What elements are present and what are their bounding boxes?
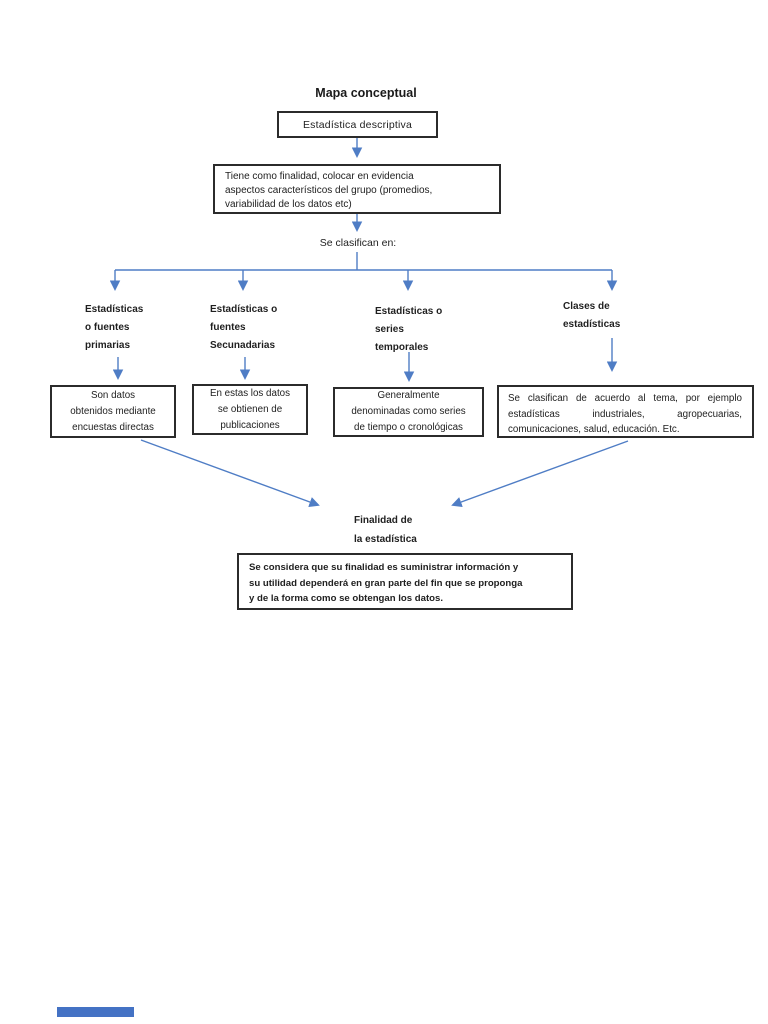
node-definition: Tiene como finalidad, colocar en evidenc… <box>213 164 501 214</box>
branch-box-text: Generalmente denominadas como series de … <box>351 390 466 433</box>
branch-label-clases-de-estadisticas: Clases de estadísticas <box>563 301 621 330</box>
branch-label-fuentes-primarias: Estadísticas o fuentes primarias <box>85 304 144 351</box>
page-bottom-blue-bar <box>57 1007 134 1017</box>
branch-box-text: Son datos obtenidos mediante encuestas d… <box>70 389 156 433</box>
branch-box-text: En estas los datos se obtienen de public… <box>209 387 291 431</box>
node-estadistica-descriptiva: Estadística descriptiva <box>277 111 438 138</box>
branch-box-fuentes-secundarias: En estas los datos se obtienen de public… <box>192 384 308 435</box>
converge-arrow-right <box>451 440 629 508</box>
branch-box-clases-de-estadisticas: Se clasifican de acuerdo al tema, por ej… <box>497 385 754 438</box>
branch-box-series-temporales: Generalmente denominadas como series de … <box>333 387 484 437</box>
classification-label: Se clasifican en: <box>319 237 397 249</box>
page-title: Mapa conceptual <box>315 86 417 100</box>
convergence-label: Finalidad de la estadística <box>354 515 417 545</box>
conclusion-box: Se considera que su finalidad es suminis… <box>237 553 573 610</box>
converge-arrow-left <box>140 439 320 507</box>
branch-label-series-temporales: Estadísticas o series temporales <box>375 306 443 353</box>
branch-box-fuentes-primarias: Son datos obtenidos mediante encuestas d… <box>50 385 176 438</box>
branch-label-fuentes-secundarias: Estadísticas o fuentes Secunadarias <box>210 304 278 351</box>
